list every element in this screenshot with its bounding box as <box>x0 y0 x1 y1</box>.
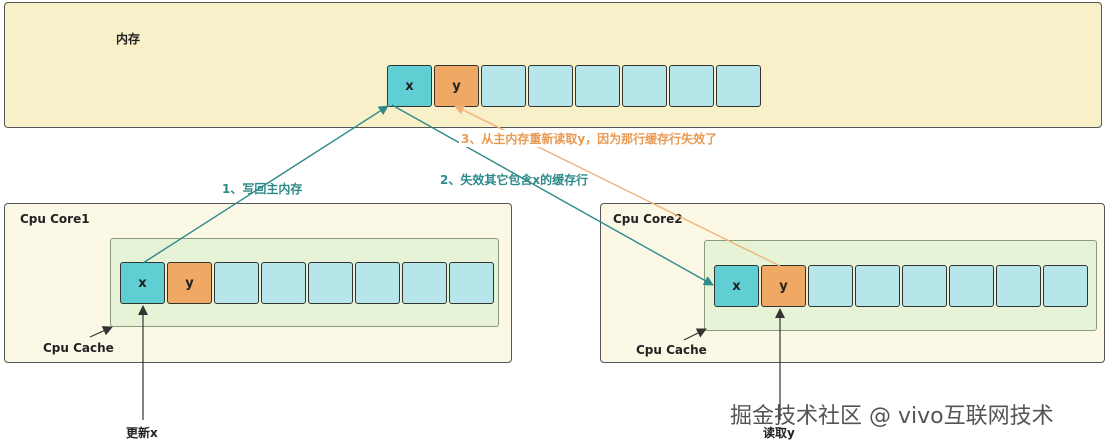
core2-cell <box>902 265 947 307</box>
core2-cell-y: y <box>761 265 806 307</box>
core1-cell <box>355 262 400 304</box>
core2-action-label: 读取y <box>763 426 795 440</box>
step2-label: 2、失效其它包含x的缓存行 <box>440 173 589 187</box>
core2-cell <box>949 265 994 307</box>
core2-cell <box>1043 265 1088 307</box>
memory-cell <box>716 65 761 107</box>
core1-cell-x: x <box>120 262 165 304</box>
core1-cell <box>402 262 447 304</box>
memory-cell <box>575 65 620 107</box>
memory-cell <box>481 65 526 107</box>
core1-action-label: 更新x <box>126 426 158 440</box>
memory-cell <box>622 65 667 107</box>
memory-label: 内存 <box>116 32 141 46</box>
memory-cell <box>669 65 714 107</box>
core2-cell <box>808 265 853 307</box>
cpu-core1-label: Cpu Core1 <box>20 212 90 226</box>
memory-cache-line: x y <box>387 65 761 107</box>
core2-cell <box>855 265 900 307</box>
cpu-core2-label: Cpu Core2 <box>613 212 683 226</box>
core2-cell-x: x <box>714 265 759 307</box>
arrow-step1 <box>142 105 389 264</box>
step1-label: 1、写回主内存 <box>222 182 303 196</box>
core1-cell <box>214 262 259 304</box>
core2-cell <box>996 265 1041 307</box>
watermark: 掘金技术社区 @ vivo互联网技术 <box>730 404 1054 429</box>
core1-cell-y: y <box>167 262 212 304</box>
core1-cell <box>261 262 306 304</box>
arrow-step2 <box>391 104 714 286</box>
core1-cell <box>308 262 353 304</box>
core1-cache-label: Cpu Cache <box>43 341 114 355</box>
arrow-core2-cache <box>683 328 707 341</box>
memory-cell-x: x <box>387 65 432 107</box>
core1-cell <box>449 262 494 304</box>
arrow-core1-cache <box>89 326 113 338</box>
memory-cell <box>528 65 573 107</box>
core2-cache-line: x y <box>714 265 1088 307</box>
core2-cache-label: Cpu Cache <box>636 343 707 357</box>
core1-cache-line: x y <box>120 262 494 304</box>
step3-label: 3、从主内存重新读取y，因为那行缓存行失效了 <box>459 130 720 147</box>
memory-cell-y: y <box>434 65 479 107</box>
